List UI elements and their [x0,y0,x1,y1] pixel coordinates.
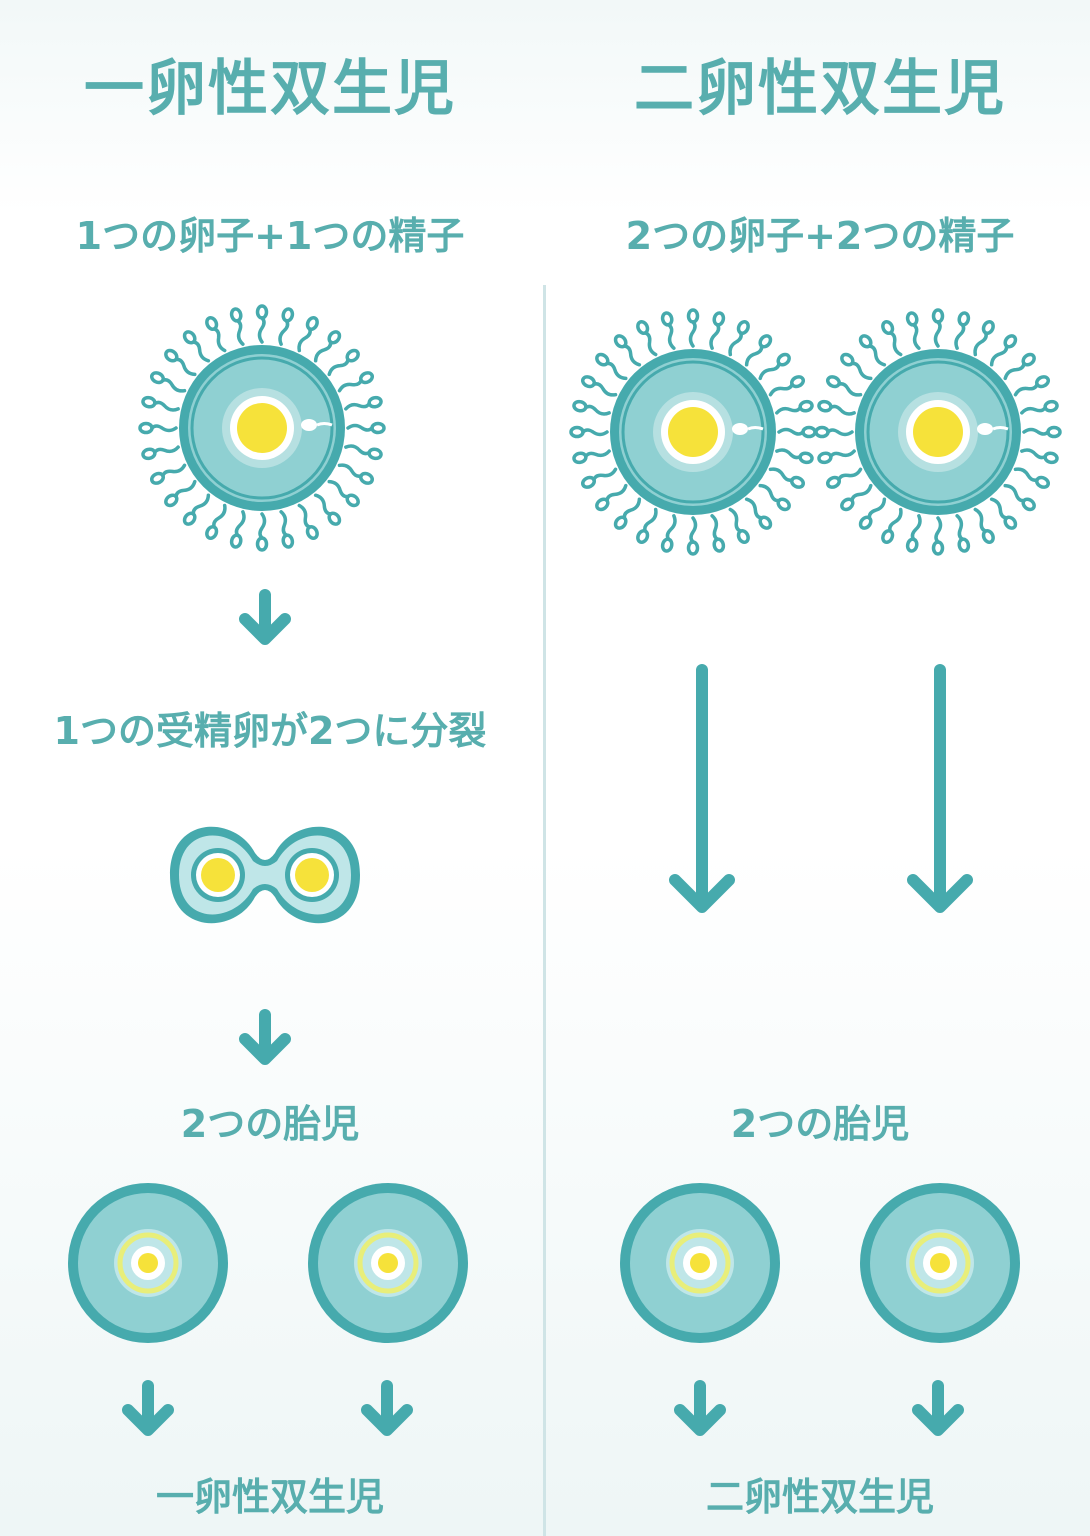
left-egg [138,304,386,552]
left-division-label: 1つの受精卵が2つに分裂 [53,709,487,753]
arrow-left-fetus-1 [128,1386,168,1430]
right-egg-2 [814,308,1062,556]
left-result-label: 一卵性双生児 [155,1475,384,1519]
arrow-egg-to-division [245,595,285,639]
arrow-right-fetus-1 [680,1386,720,1430]
right-long-arrow-1 [675,670,729,907]
right-egg-1 [569,308,817,556]
right-fetus-1 [620,1183,780,1343]
left-title: 一卵性双生児 [84,54,456,124]
left-fetus-label: 2つの胎児 [180,1102,360,1146]
left-fetus-1 [68,1183,228,1343]
left-origin-label: 1つの卵子+1つの精子 [75,214,465,258]
right-origin-label: 2つの卵子+2つの精子 [625,214,1015,258]
right-result-label: 二卵性双生児 [705,1475,934,1519]
dividing-cell [170,826,360,924]
arrow-division-to-fetus [245,1015,285,1059]
left-fetus-2 [308,1183,468,1343]
right-title: 二卵性双生児 [634,54,1006,124]
right-long-arrow-2 [913,670,967,907]
column-divider [543,285,546,1536]
right-fetus-label: 2つの胎児 [730,1102,910,1146]
arrow-left-fetus-2 [367,1386,407,1430]
right-fetus-2 [860,1183,1020,1343]
arrow-right-fetus-2 [918,1386,958,1430]
